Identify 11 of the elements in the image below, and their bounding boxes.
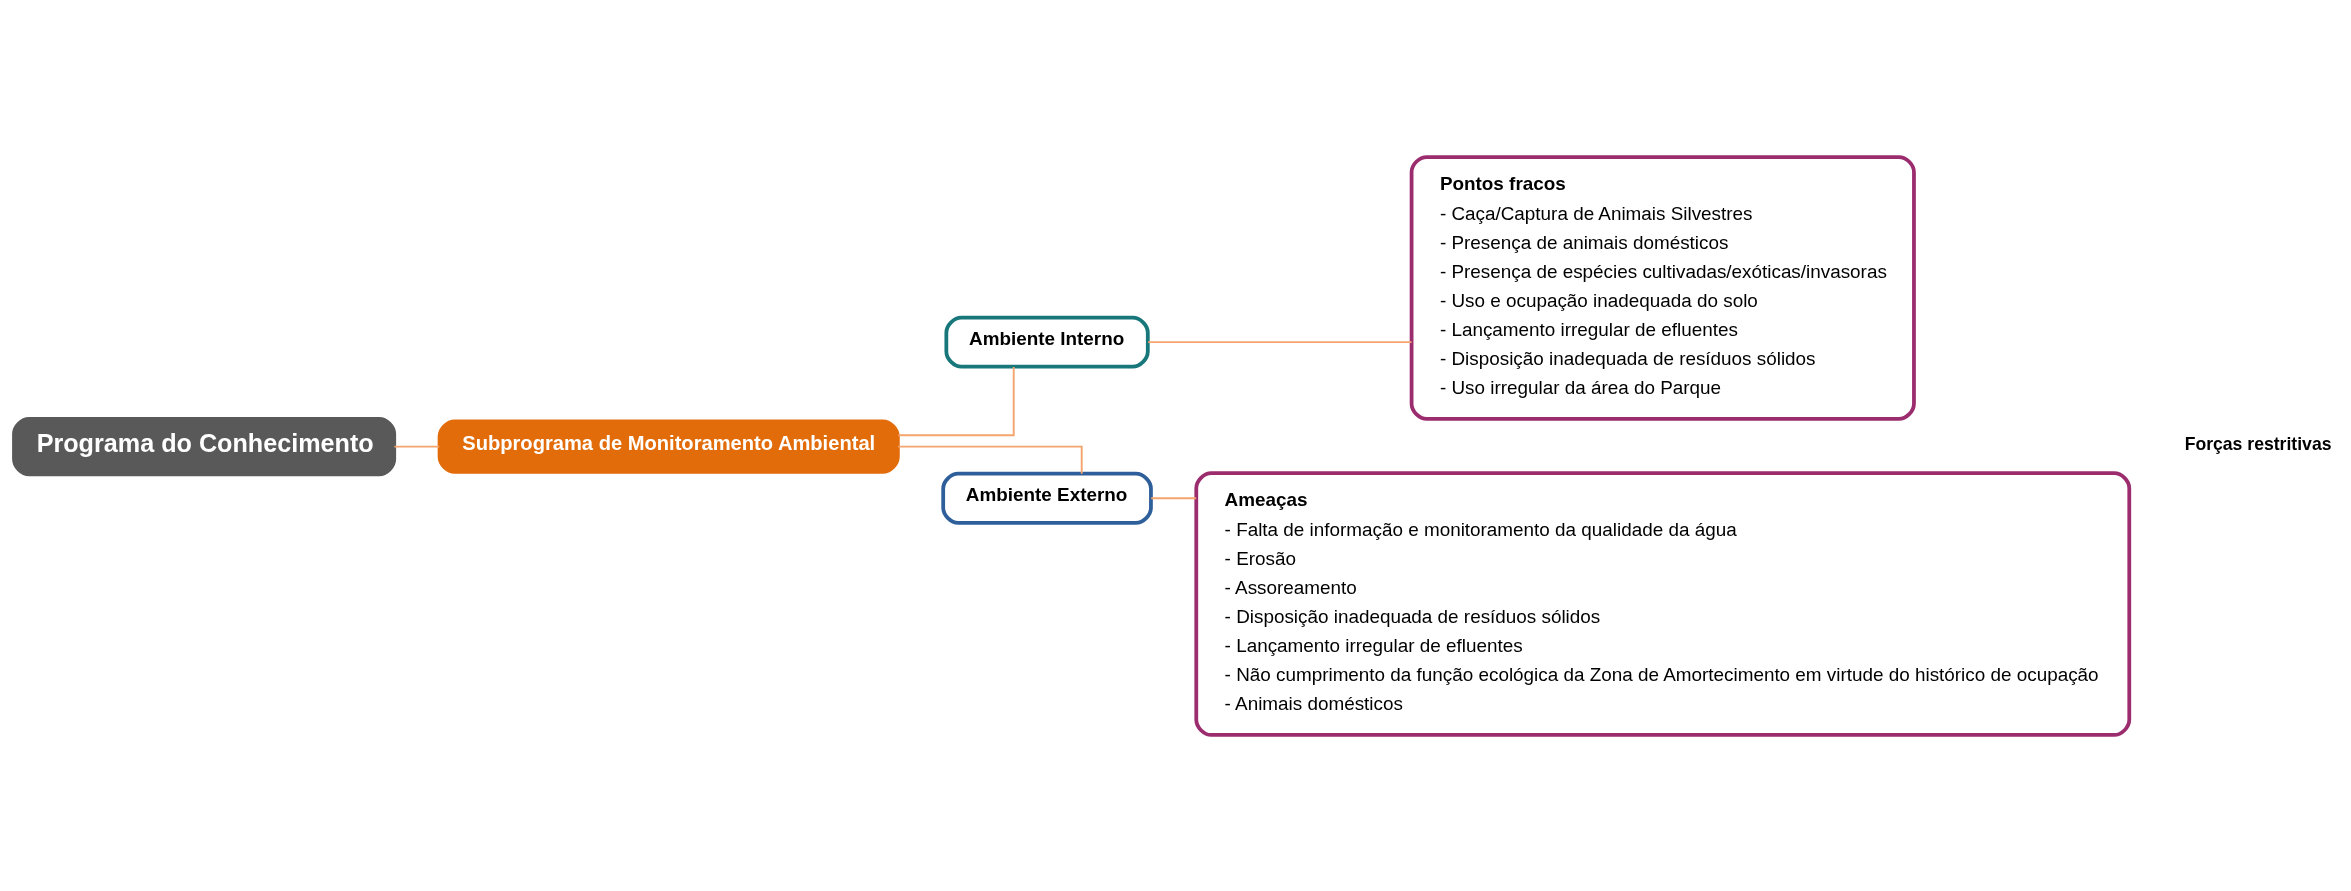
connector [1150, 496, 1198, 499]
node-box: Pontos fracos - Caça/Captura de Animais Silvestres - Presença de animais domésticos - Presença de espécies cultivadas/exóticas/invasoras - Uso e ocupação inadequada do solo - Lançamento irregular de efluentes - Disposição inadequada de resíduos sólidos - Uso irregular da área do Parque [1409, 154, 1916, 421]
connector [1147, 340, 1413, 343]
node-box: Programa do Conhecimento [12, 416, 397, 476]
node-box: Subprograma de Monitoramento Ambiental [437, 419, 900, 474]
connector [897, 365, 1015, 436]
node-box: Ambiente Externo [941, 471, 1153, 525]
label: Forças restritivas [2184, 433, 2332, 454]
node-box: Ambiente Interno [944, 315, 1150, 369]
node-box: Ameaças - Falta de informação e monitoramento da qualidade da água - Erosão - Assoreamento - Disposição inadequada de resíduos sólidos - Lançamento irregular de efluentes - Não cumprimento da função ecológica da Zona de Amortecimento em virtude do histórico de ocupação - Animais domésticos [1194, 470, 2132, 737]
connector [393, 445, 441, 448]
